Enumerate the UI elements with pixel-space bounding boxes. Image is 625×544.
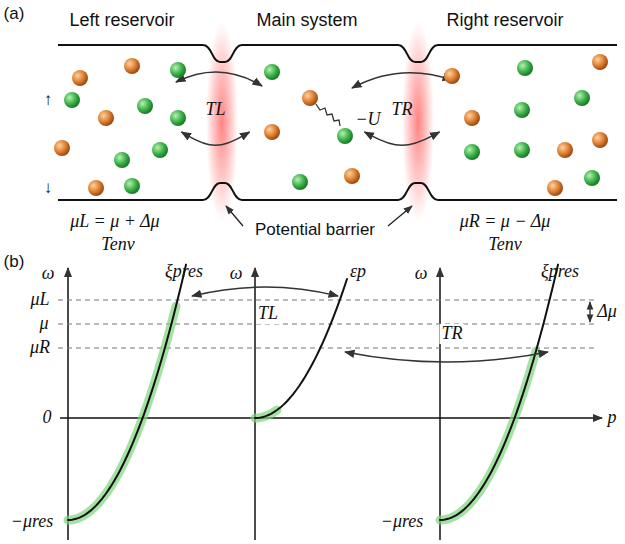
dispersion-curve bbox=[440, 265, 558, 520]
particle bbox=[292, 174, 308, 190]
dispersion-curve bbox=[68, 265, 186, 520]
particle bbox=[444, 68, 460, 84]
tunnel-arrow bbox=[365, 132, 440, 145]
level-label: μL bbox=[30, 290, 49, 310]
particle bbox=[54, 140, 70, 156]
level-line bbox=[58, 348, 598, 349]
particle bbox=[264, 64, 280, 80]
particle bbox=[344, 168, 360, 184]
interaction-line bbox=[316, 104, 340, 126]
region: Right reservoir bbox=[441, 10, 568, 200]
channel-wall bbox=[58, 45, 617, 62]
tunnelling-label: TR bbox=[391, 100, 412, 120]
tunnelling-label: TL bbox=[256, 304, 280, 324]
tunnel-arrow bbox=[182, 132, 250, 145]
curve-label: ξpres bbox=[541, 262, 579, 282]
particle bbox=[574, 90, 590, 106]
region: Left reservoir bbox=[64, 10, 179, 200]
particle bbox=[514, 102, 530, 118]
particle bbox=[464, 110, 480, 126]
tunnel-arrow bbox=[176, 72, 262, 86]
channel-wall bbox=[58, 183, 617, 200]
particle bbox=[170, 62, 186, 78]
particle bbox=[98, 110, 114, 126]
axis-label: ω bbox=[42, 264, 55, 284]
particle bbox=[557, 142, 573, 158]
axis-label: p bbox=[608, 408, 617, 428]
tunnel-arrow bbox=[192, 287, 338, 296]
level-label: μR bbox=[30, 338, 50, 358]
level-label: 0 bbox=[43, 408, 52, 428]
region-title: Left reservoir bbox=[64, 10, 179, 31]
region-title: Right reservoir bbox=[441, 10, 568, 31]
particle bbox=[114, 152, 130, 168]
level-label: −μres bbox=[381, 512, 424, 532]
spin-arrow: ↑ bbox=[44, 91, 53, 110]
occupation-glow bbox=[440, 351, 536, 520]
region-title: Main system bbox=[251, 10, 362, 31]
particle bbox=[88, 180, 104, 196]
leader-line bbox=[226, 206, 243, 226]
particle bbox=[584, 170, 600, 186]
particle bbox=[124, 58, 140, 74]
curve-label: εp bbox=[350, 262, 366, 282]
particle bbox=[72, 70, 88, 86]
tunnel-arrow bbox=[345, 352, 548, 362]
tunnel-arrow bbox=[352, 73, 452, 88]
particle bbox=[517, 60, 533, 76]
interaction-label: −U bbox=[355, 110, 380, 130]
level-line bbox=[58, 324, 598, 325]
temperature: Tenv bbox=[101, 235, 134, 255]
particle bbox=[302, 90, 318, 106]
panel-label: (b) bbox=[4, 253, 25, 272]
chemical-potential: μR = μ − Δμ bbox=[460, 212, 551, 232]
curve-label: ξpres bbox=[165, 262, 203, 282]
level-label: μ bbox=[39, 314, 48, 334]
particle bbox=[547, 180, 563, 196]
tunnelling-label: TR bbox=[439, 324, 464, 344]
omega-axis bbox=[67, 268, 69, 540]
occupation-glow bbox=[68, 306, 176, 520]
dispersion-curve bbox=[255, 279, 347, 418]
particle bbox=[137, 98, 153, 114]
tunnelling-label: TL bbox=[205, 100, 225, 120]
particle bbox=[592, 132, 608, 148]
particle bbox=[170, 110, 186, 126]
particle bbox=[514, 142, 530, 158]
omega-axis bbox=[439, 268, 441, 540]
barrier-label: Potential barrier bbox=[255, 221, 375, 240]
temperature: Tenv bbox=[488, 235, 521, 255]
leader-line bbox=[388, 206, 412, 226]
level-label: −μres bbox=[11, 512, 54, 532]
delta-mu-arrow bbox=[589, 302, 590, 322]
particle bbox=[152, 142, 168, 158]
particle bbox=[337, 128, 353, 144]
region: Main system bbox=[251, 10, 362, 200]
axis-label: ω bbox=[415, 264, 428, 284]
axis-label: ω bbox=[230, 264, 243, 284]
particle bbox=[464, 144, 480, 160]
spin-arrow: ↓ bbox=[44, 179, 53, 198]
particle bbox=[124, 178, 140, 194]
level-line bbox=[58, 300, 598, 301]
panel-label: (a) bbox=[4, 5, 25, 24]
delta-mu-label: Δμ bbox=[597, 302, 617, 322]
particle bbox=[264, 124, 280, 140]
particle bbox=[592, 54, 608, 70]
particle bbox=[64, 92, 80, 108]
chemical-potential: μL = μ + Δμ bbox=[70, 212, 159, 232]
